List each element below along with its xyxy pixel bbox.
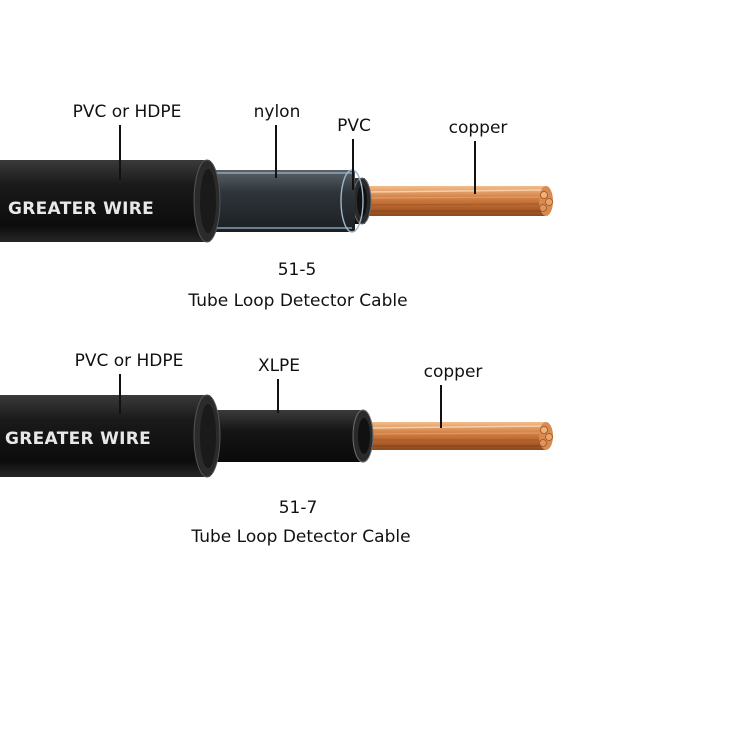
label-outer-layer: PVC or HDPE (75, 351, 184, 371)
cable-title: Tube Loop Detector Cable (187, 291, 407, 311)
cable-51-7: GREATER WIRE PVC or HDPE XLPE copper 51-… (0, 351, 553, 547)
label-inner-layer: XLPE (258, 356, 300, 376)
brand-text: GREATER WIRE (5, 429, 151, 449)
copper-conductor (350, 186, 553, 216)
cable-model: 51-5 (278, 260, 317, 280)
outer-jacket (0, 159, 221, 243)
nylon-layer (205, 169, 364, 233)
copper-conductor (355, 422, 553, 450)
label-outer-layer: PVC or HDPE (73, 102, 182, 122)
brand-text: GREATER WIRE (8, 199, 154, 219)
label-core: copper (449, 118, 508, 138)
cable-title: Tube Loop Detector Cable (190, 527, 410, 547)
label-core: copper (424, 362, 483, 382)
cable-model: 51-7 (279, 498, 318, 518)
outer-jacket (0, 394, 221, 478)
cable-51-5: GREATER WIRE PVC or HDPE nylon PVC coppe… (0, 102, 553, 311)
label-middle-layer: nylon (254, 102, 301, 122)
label-inner-layer: PVC (337, 116, 371, 136)
inner-xlpe-layer (205, 409, 374, 463)
